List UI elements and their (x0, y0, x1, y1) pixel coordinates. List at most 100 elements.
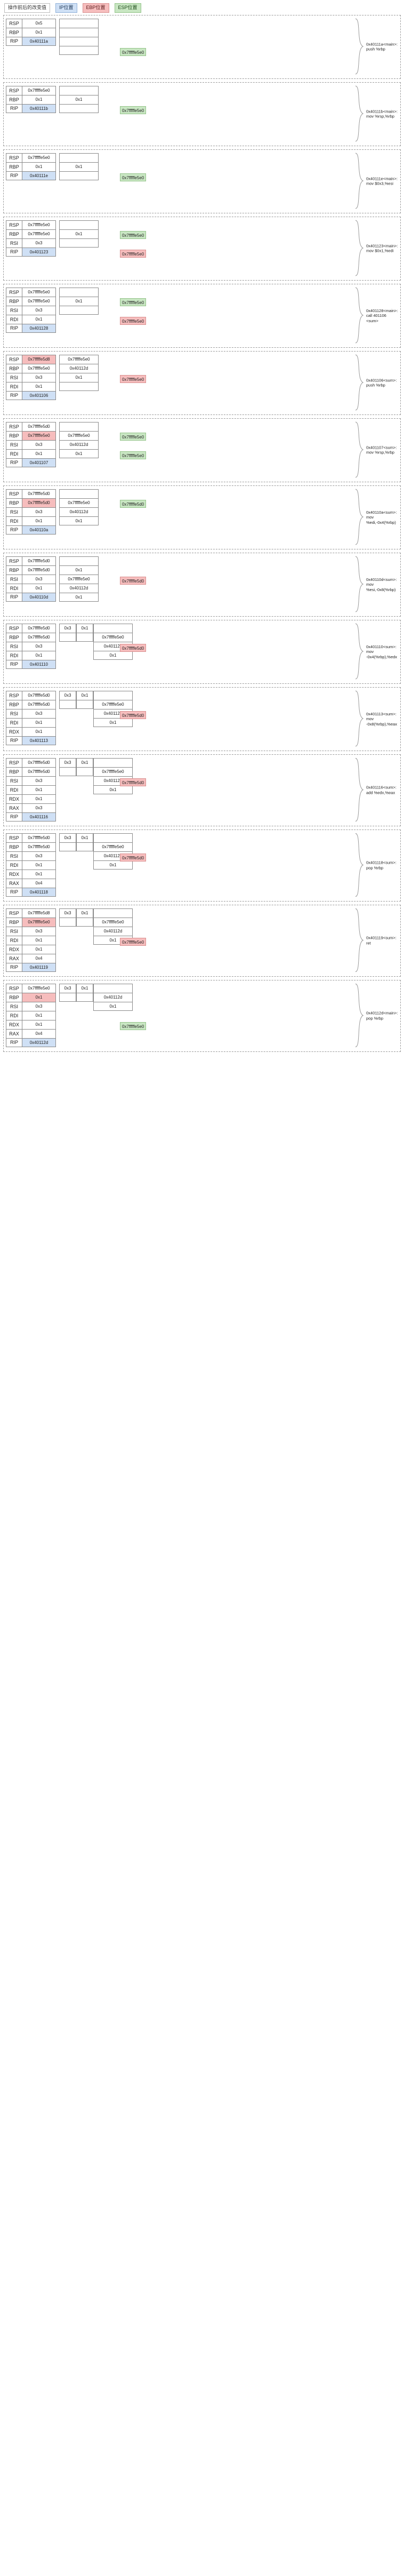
stack-cell (59, 842, 76, 851)
register-name: RBP (6, 993, 22, 1002)
register-value: 0x1 (35, 30, 43, 35)
stack-cell: 0x1 (59, 94, 99, 104)
legend-item-ebp: EBP位置 (82, 3, 109, 13)
register-name: RDI (6, 651, 22, 660)
stack-cell: 0x7fffffe5e0 (59, 430, 99, 440)
register-name: RIP (6, 812, 22, 821)
instruction-annotation: 0x40112d<main>: pop %rbp (366, 1011, 398, 1021)
register-value: 0x1 (35, 653, 43, 658)
stack-column (59, 18, 99, 55)
register-name: RSP (6, 758, 22, 767)
register-name: RDX (6, 794, 22, 803)
register-value: 0x401107 (22, 458, 55, 467)
stack-cell (93, 983, 133, 993)
register-name: RDI (6, 936, 22, 945)
instruction-annotation: 0x401118<sum>: pop %rbp (366, 860, 397, 871)
instruction-annotation: 0x401106<sum>: push %rbp (366, 378, 397, 388)
register-name: RSP (6, 19, 22, 28)
stack-column: 0x3 (59, 983, 76, 1002)
register-value: 0x1 (22, 993, 55, 1002)
stack-cell (76, 842, 93, 851)
register-name: RSP (6, 691, 22, 700)
instruction-annotation: 0x40110d<sum>: mov %esi,-0x8(%rbp) (366, 577, 397, 592)
register-value: 0x7fffffe5d0 (28, 844, 50, 850)
register-name: RSP (6, 422, 22, 431)
stack-cell (59, 381, 99, 391)
stack-cell (93, 690, 133, 700)
stack-cell: 0x1 (76, 833, 93, 842)
register-name: RDI (6, 449, 22, 458)
register-name: RSI (6, 373, 22, 382)
register-value: 0x1 (35, 872, 43, 877)
instruction-annotation: 0x401128<main>: call 401106 <sum> (366, 308, 398, 323)
register-value: 0x40111e (22, 171, 55, 180)
register-value: 0x1 (35, 97, 43, 102)
register-value: 0x40111a (22, 37, 55, 45)
legend-item-ip: IP位置 (55, 3, 77, 13)
stack-cell: 0x1 (76, 690, 93, 700)
stack-diagram: 0x7fffffe5e0 (56, 18, 398, 72)
stack-column: 0x1 (76, 833, 93, 851)
stack-cell (59, 421, 99, 431)
stack-cell: 0x40112d (93, 926, 133, 936)
stack-column: 0x1 (76, 623, 93, 642)
stack-cell (59, 917, 76, 927)
register-value: 0x401119 (22, 963, 55, 971)
stack-cell (76, 632, 93, 642)
register-name: RBP (6, 162, 22, 171)
stack-column: 0x1 (59, 220, 99, 248)
brace-icon (354, 152, 365, 210)
brace-icon (354, 488, 365, 546)
register-name: RDI (6, 315, 22, 324)
stack-cell (59, 18, 99, 28)
register-name: RDX (6, 1020, 22, 1029)
brace-icon (354, 286, 365, 344)
register-value: 0x7fffffe5d0 (28, 568, 50, 573)
register-name: RDI (6, 718, 22, 727)
register-name: RIP (6, 1038, 22, 1047)
stack-cell: 0x1 (76, 983, 93, 993)
stack-column: 0x3 (59, 833, 76, 851)
brace-icon (354, 983, 365, 1048)
register-name: RSP (6, 624, 22, 633)
register-value: 0x7fffffe5e0 (28, 88, 50, 93)
stack-column: 0x3 (59, 623, 76, 642)
stack-column: 0x1 (59, 153, 99, 180)
register-value: 0x401116 (22, 812, 55, 821)
instruction-annotation: 0x401107<sum>: mov %rsp,%rbp (366, 445, 397, 455)
register-value: 0x3 (35, 711, 43, 716)
register-name: RSI (6, 851, 22, 860)
